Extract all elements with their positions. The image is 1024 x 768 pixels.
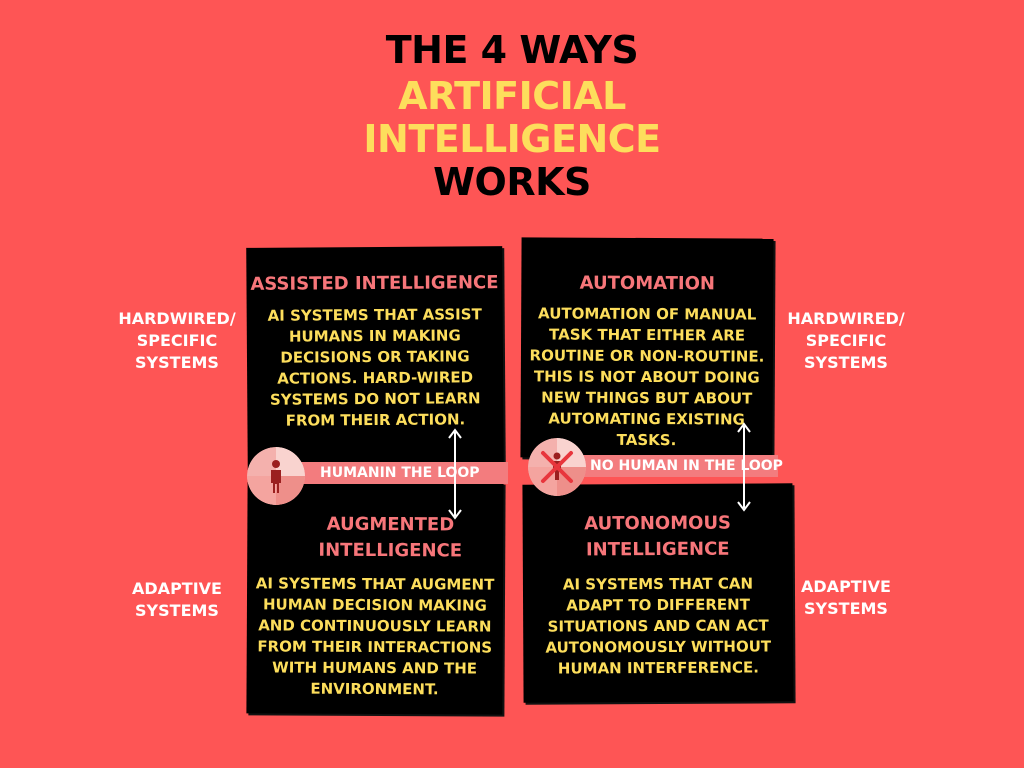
double-arrow-icon [447,428,463,520]
quadrant-heading: AUTOMATION [579,272,716,295]
title-line-4: WORKS [433,160,591,204]
side-label-top-left: HARDWIRED/ SPECIFIC SYSTEMS [118,309,236,372]
quadrant-description: AI SYSTEMS THAT CAN ADAPT TO DIFFERENT S… [545,574,772,678]
title-line-3: INTELLIGENCE [363,117,661,161]
human-in-loop-band [270,462,508,484]
quadrant-assisted-intelligence: ASSISTED INTELLIGENCE AI SYSTEMS THAT AS… [246,246,504,472]
no-human-in-loop-band [538,455,778,477]
human-in-loop-label: HUMANIN THE LOOP [320,465,480,481]
quadrant-autonomous-intelligence: AUTONOMOUS INTELLIGENCE AI SYSTEMS THAT … [522,483,794,703]
title-line-1: THE 4 WAYS [385,28,639,72]
double-arrow-icon [736,422,752,512]
quadrant-description: AI SYSTEMS THAT AUGMENT HUMAN DECISION M… [255,574,495,699]
side-label-top-right: HARDWIRED/ SPECIFIC SYSTEMS [787,309,905,372]
side-label-bottom-right: ADAPTIVE SYSTEMS [801,577,891,618]
crossed-human-figure-icon [528,438,586,496]
quadrant-description: AUTOMATION OF MANUAL TASK THAT EITHER AR… [529,304,765,450]
quadrant-augmented-intelligence: AUGMENTED INTELLIGENCE AI SYSTEMS THAT A… [246,481,504,715]
quadrant-heading: AUTONOMOUS INTELLIGENCE [584,512,732,561]
side-label-bottom-left: ADAPTIVE SYSTEMS [132,579,222,620]
quadrant-heading: ASSISTED INTELLIGENCE [250,272,499,295]
human-figure-icon [247,447,305,505]
quadrant-description: AI SYSTEMS THAT ASSIST HUMANS IN MAKING … [267,305,482,430]
no-human-in-loop-label: NO HUMAN IN THE LOOP [590,458,783,474]
title-line-2: ARTIFICIAL [398,74,626,118]
